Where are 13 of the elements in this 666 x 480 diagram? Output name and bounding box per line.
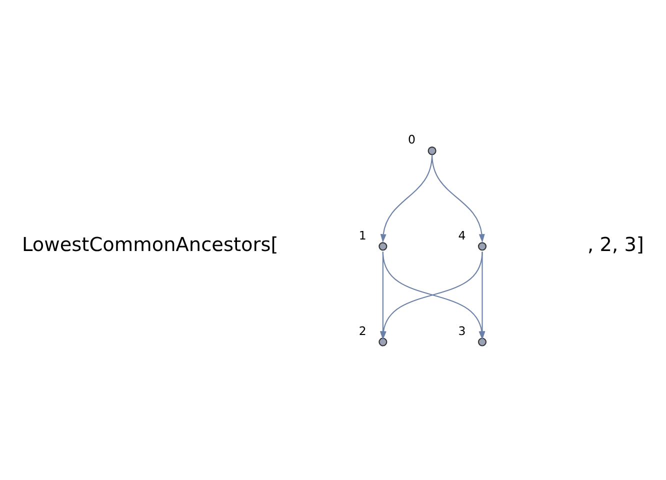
node-label: 2 — [358, 324, 366, 338]
label: LowestCommonAncestors[ — [22, 233, 278, 256]
node-circle — [378, 338, 388, 346]
node-circle — [478, 338, 487, 346]
arrow — [432, 154, 485, 243]
node-label: 3 — [458, 324, 466, 338]
node-label: 4 — [458, 228, 466, 242]
node-circle — [378, 242, 388, 251]
node-label: 0 — [408, 132, 416, 147]
label: , 2, 3] — [588, 233, 644, 256]
node-label: 1 — [358, 228, 366, 242]
node-circle — [478, 242, 487, 251]
node-circle — [428, 146, 436, 156]
